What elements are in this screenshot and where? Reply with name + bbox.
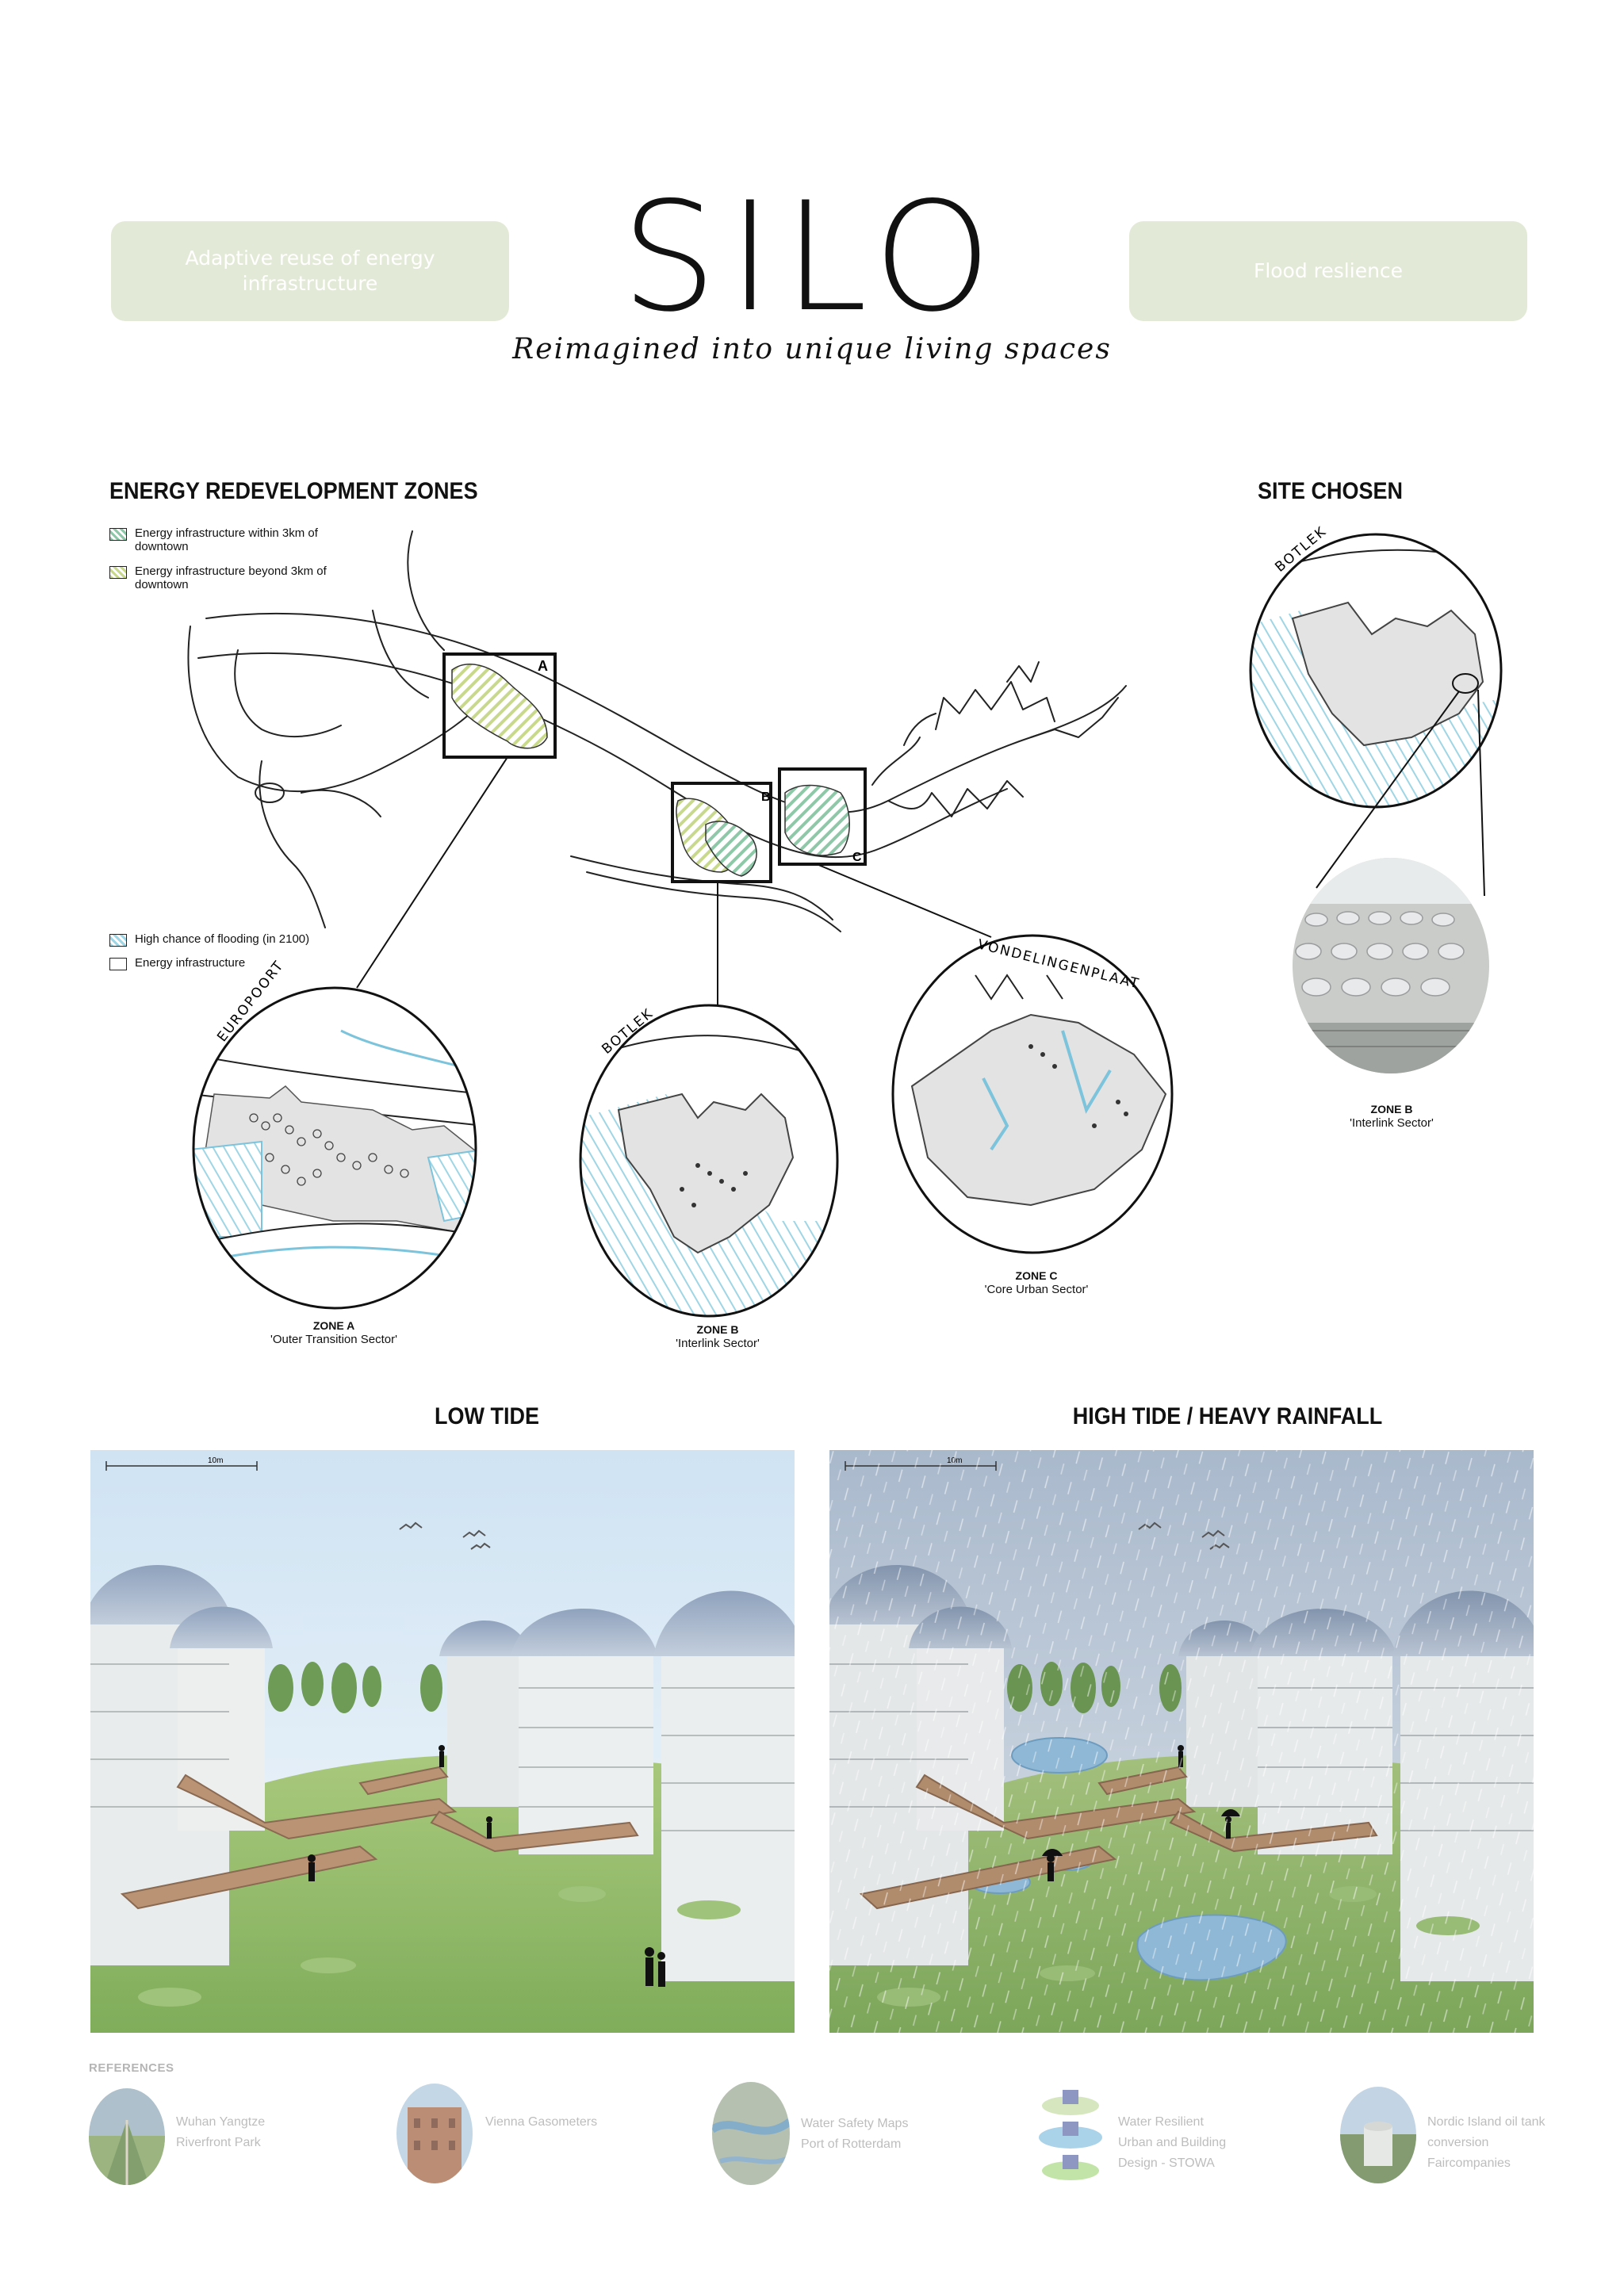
- legend-label: High chance of flooding (in 2100): [135, 932, 310, 946]
- green-hatch-swatch: [109, 528, 127, 541]
- legend-item-beyond-3km: Energy infrastructure beyond 3km of down…: [109, 564, 339, 591]
- reference-image-nordic: [1340, 2087, 1416, 2183]
- page-title: SILO: [621, 170, 1003, 345]
- reference-line: Design - STOWA: [1118, 2156, 1215, 2170]
- zone-a-area: [451, 664, 548, 749]
- page-subtitle: Reimagined into unique living spaces: [512, 333, 1112, 365]
- high-tide-render: 10m: [829, 1450, 1534, 2033]
- site-zone-caption: ZONE B 'Interlink Sector': [1293, 1102, 1491, 1131]
- yellow-hatch-swatch: [109, 566, 127, 579]
- reference-line: conversion: [1427, 2136, 1489, 2149]
- low-tide-render: 10m: [90, 1450, 795, 2033]
- reference-image-wuhan: [89, 2088, 165, 2185]
- zone-a-box-letter: A: [538, 658, 548, 674]
- zone-b-name: ZONE B: [696, 1323, 739, 1336]
- reference-line: Faircompanies: [1427, 2156, 1511, 2170]
- reference-text-vienna: Vienna Gasometers: [485, 2112, 597, 2133]
- zone-c-box-letter: C: [852, 851, 862, 864]
- reference-line: Urban and Building: [1118, 2136, 1227, 2149]
- legend-label: Energy infrastructure within 3km of down…: [135, 526, 318, 553]
- high-tide-heading: HIGH TIDE / HEAVY RAINFALL: [1072, 1403, 1383, 1429]
- reference-line: Riverfront Park: [176, 2136, 261, 2149]
- zone-c-area: [784, 784, 850, 856]
- reference-line: Wuhan Yangtze: [176, 2115, 266, 2129]
- references-label: REFERENCES: [89, 2061, 174, 2075]
- reference-line: Port of Rotterdam: [801, 2137, 902, 2151]
- zone-a-box: [442, 652, 557, 759]
- reference-image-rotterdam: [712, 2082, 790, 2185]
- legend-label: Energy infrastructure beyond 3km of down…: [135, 564, 327, 591]
- port-map: A B C EUROPOORT BOTLEK: [187, 523, 1503, 1318]
- reference-text-rotterdam: Water Safety Maps Port of Rotterdam: [801, 2114, 908, 2155]
- legend-item-energy-infrastructure: Energy infrastructure: [109, 956, 245, 970]
- zone-c-detail-map: [893, 936, 1172, 1253]
- legend-item-flooding: High chance of flooding (in 2100): [109, 932, 309, 947]
- zone-b-detail-map: [580, 1005, 837, 1316]
- reference-text-nordic: Nordic Island oil tank conversion Fairco…: [1427, 2112, 1545, 2174]
- zone-a-sector: 'Outer Transition Sector': [270, 1333, 397, 1346]
- low-tide-illustration: 10m: [90, 1450, 795, 2033]
- site-chosen-heading: SITE CHOSEN: [1258, 478, 1404, 504]
- low-tide-scale-label: 10m: [208, 1456, 223, 1465]
- site-zone-sector: 'Interlink Sector': [1350, 1116, 1434, 1130]
- legend-label: Energy infrastructure: [135, 956, 246, 970]
- zone-c-box: [778, 767, 867, 866]
- zone-b-sector: 'Interlink Sector': [676, 1337, 760, 1350]
- reference-line: Nordic Island oil tank: [1427, 2115, 1545, 2129]
- zone-b-box: [671, 782, 772, 883]
- zones-heading: ENERGY REDEVELOPMENT ZONES: [109, 478, 478, 504]
- zone-c-name: ZONE C: [1015, 1269, 1058, 1282]
- zone-b-area-near: [705, 821, 757, 877]
- low-tide-heading: LOW TIDE: [435, 1403, 539, 1429]
- reference-image-stowa: [1031, 2082, 1110, 2190]
- reference-line: Water Resilient: [1118, 2115, 1204, 2129]
- reference-line: Vienna Gasometers: [485, 2115, 598, 2129]
- reference-line: Water Safety Maps: [801, 2117, 909, 2130]
- theme-pill-adaptive-reuse: Adaptive reuse of energy infrastructure: [111, 221, 509, 321]
- theme-pill-flood-resilience-label: Flood reslience: [1253, 259, 1404, 282]
- blue-hatch-swatch: [109, 934, 127, 947]
- reference-text-stowa: Water Resilient Urban and Building Desig…: [1118, 2112, 1226, 2174]
- white-swatch: [109, 958, 127, 970]
- theme-pill-flood-resilience: Flood reslience: [1129, 221, 1527, 321]
- zone-b-box-letter: B: [761, 790, 771, 804]
- zone-a-caption: ZONE A 'Outer Transition Sector': [235, 1318, 433, 1347]
- reference-image-vienna: [396, 2084, 473, 2183]
- site-detail-map: [1251, 534, 1501, 807]
- zone-a-name: ZONE A: [312, 1319, 355, 1332]
- reference-text-wuhan: Wuhan Yangtze Riverfront Park: [176, 2112, 265, 2153]
- theme-pill-adaptive-reuse-label: Adaptive reuse of energy infrastructure: [185, 247, 435, 295]
- site-aerial-photo: [1293, 858, 1489, 1073]
- site-zone-name: ZONE B: [1370, 1103, 1413, 1115]
- zone-c-sector: 'Core Urban Sector': [984, 1283, 1089, 1296]
- legend-item-within-3km: Energy infrastructure within 3km of down…: [109, 526, 339, 553]
- rain-overlay: [829, 1450, 1534, 2033]
- high-tide-illustration: 10m: [829, 1450, 1534, 2033]
- zone-c-caption: ZONE C 'Core Urban Sector': [937, 1269, 1136, 1297]
- zone-b-caption: ZONE B 'Interlink Sector': [619, 1322, 817, 1351]
